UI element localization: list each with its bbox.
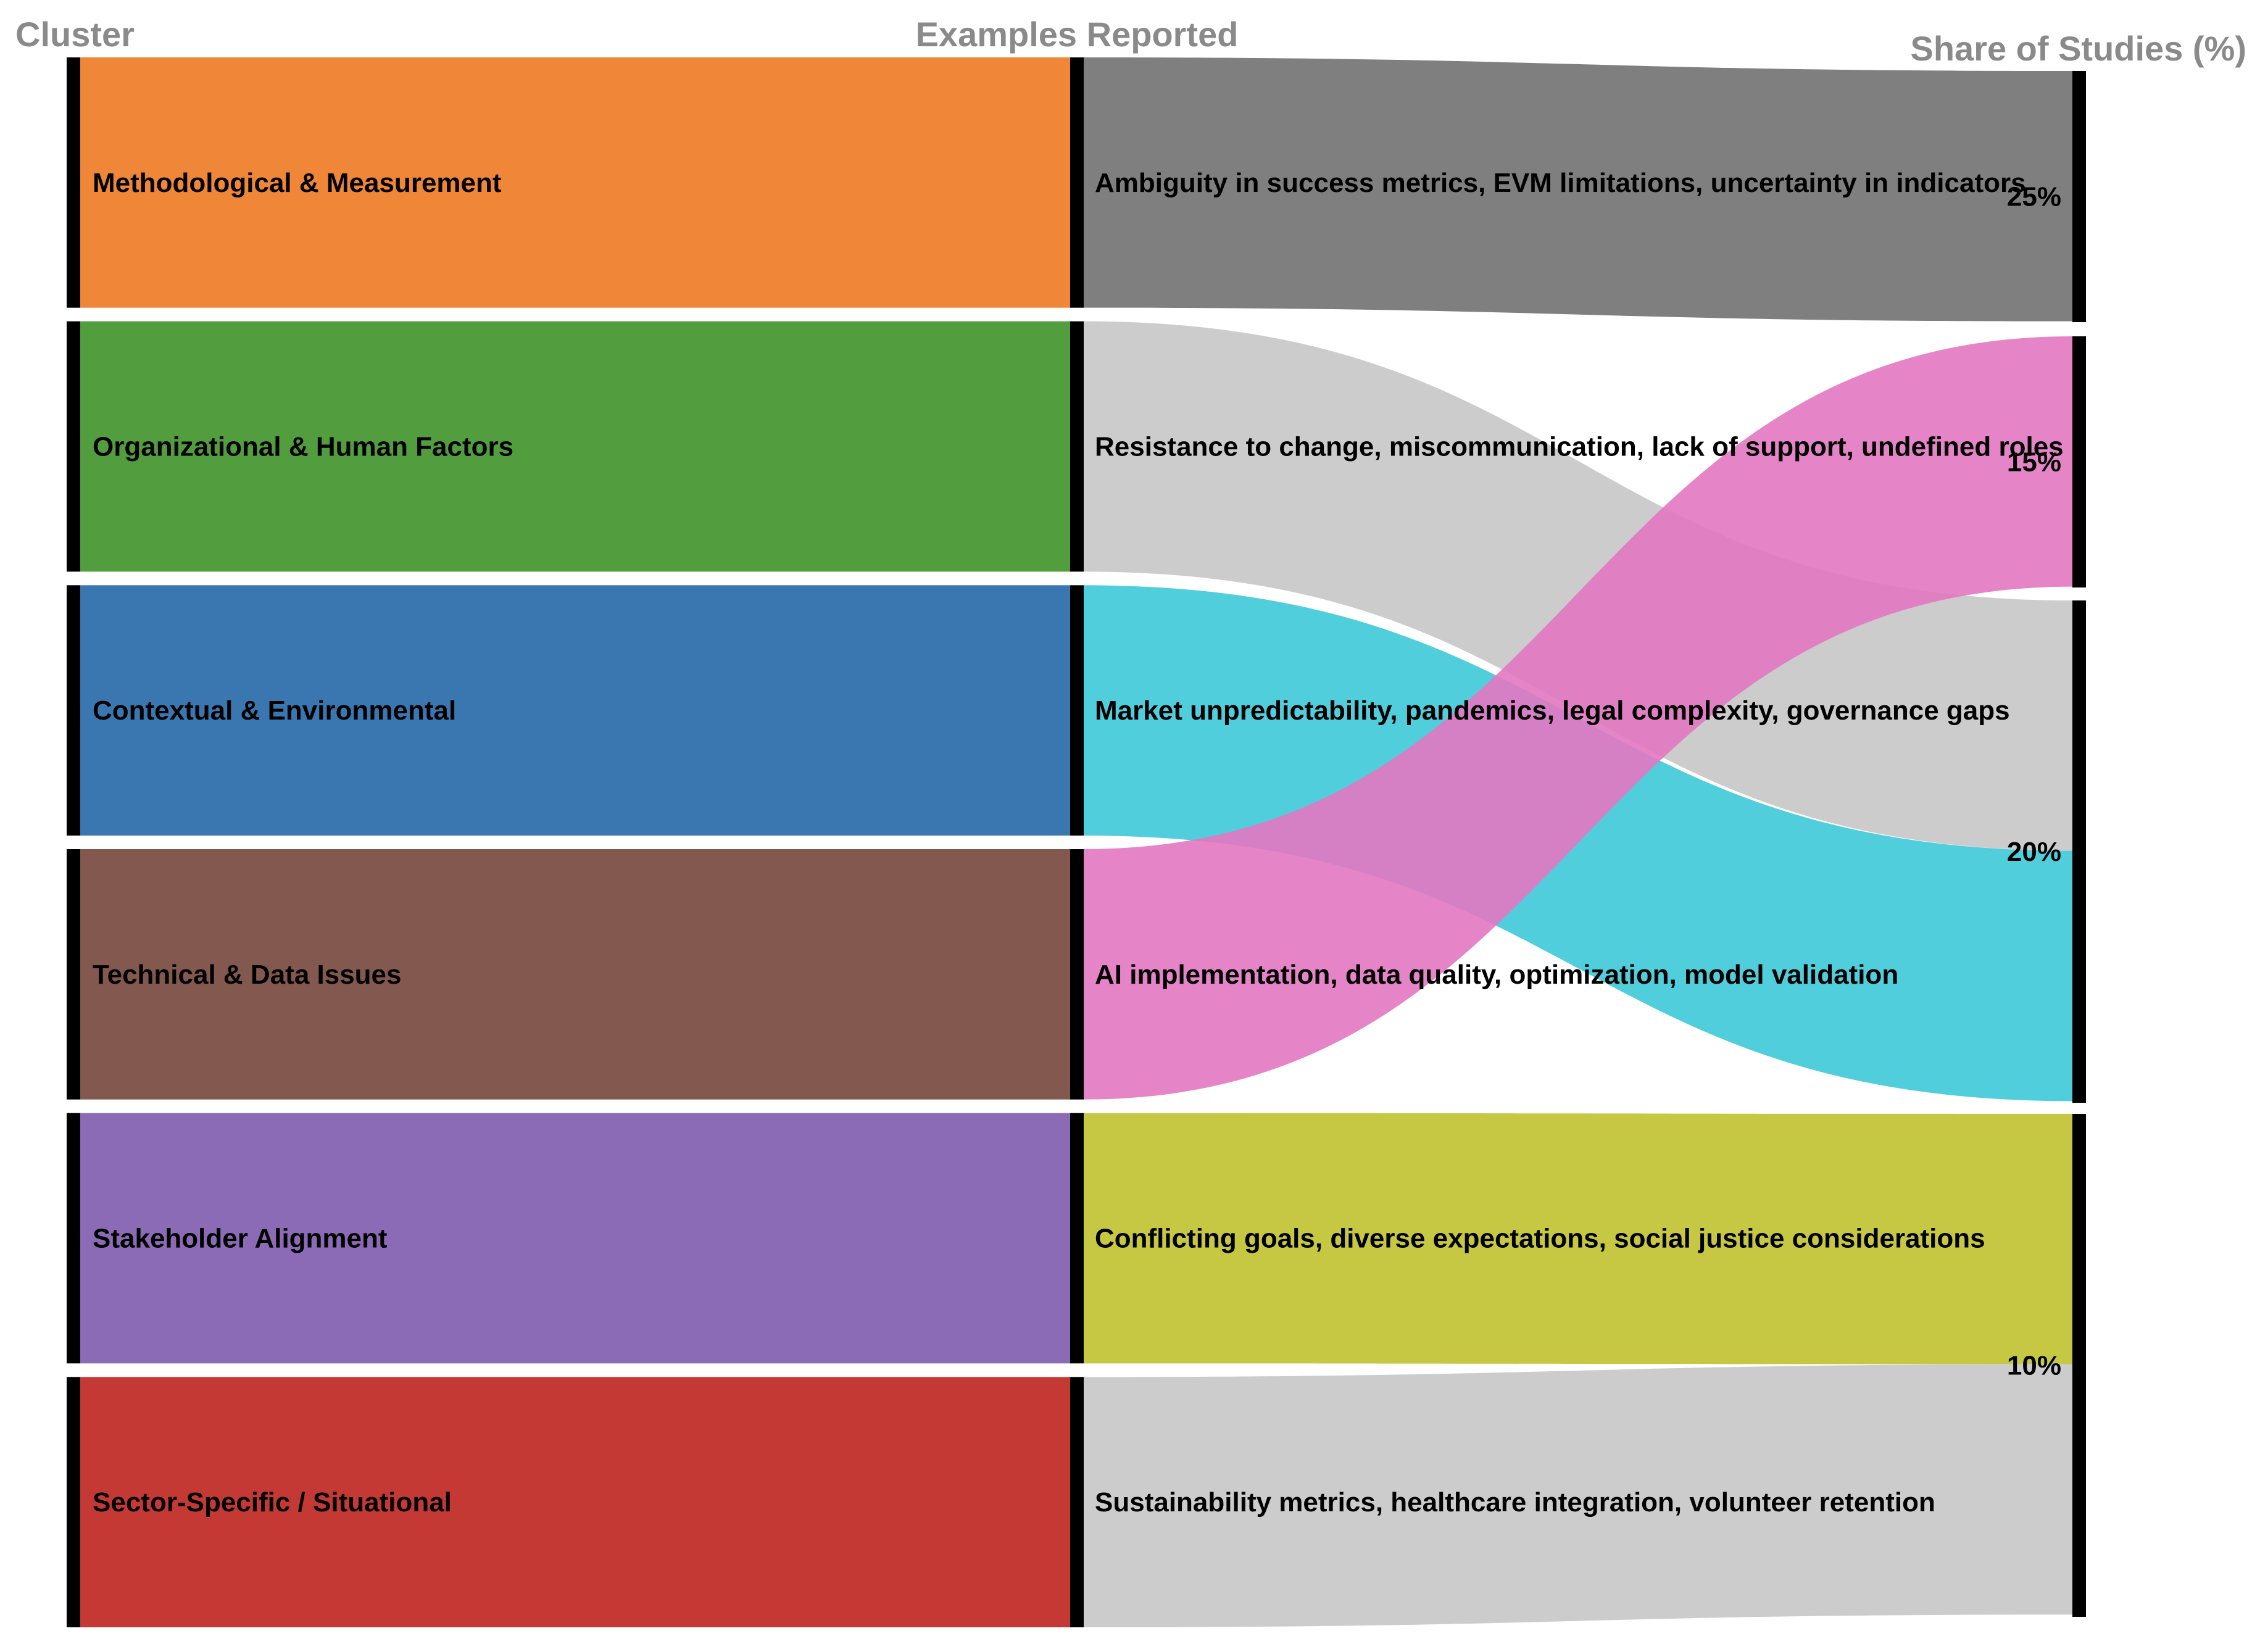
- nodes-layer: [67, 57, 2086, 1627]
- stage-title-cluster: Cluster: [15, 15, 135, 54]
- cluster-node-methodological-measurement[interactable]: [67, 57, 80, 308]
- link-ai-implementation-data-quality-optimizat: [1084, 336, 2072, 1100]
- share-label: 20%: [2007, 837, 2061, 867]
- example-label: Resistance to change, miscommunication, …: [1095, 432, 2064, 462]
- example-label: AI implementation, data quality, optimiz…: [1095, 960, 1898, 990]
- share-label: 25%: [2007, 182, 2061, 212]
- share-label: 15%: [2007, 447, 2061, 478]
- cluster-label: Sector-Specific / Situational: [93, 1487, 452, 1517]
- links-layer: [1084, 57, 2072, 1627]
- example-node-1[interactable]: [1070, 57, 1084, 308]
- cluster-band-technical-data-issues: [80, 849, 1070, 1100]
- example-label: Market unpredictability, pandemics, lega…: [1095, 695, 2010, 726]
- share-node-10[interactable]: [2072, 1114, 2086, 1617]
- link-conflicting-goals-diverse-expectations-s: [1084, 1113, 2072, 1364]
- cluster-label: Methodological & Measurement: [93, 168, 502, 198]
- cluster-node-sector-specific-situational[interactable]: [67, 1377, 80, 1627]
- share-label: 10%: [2007, 1351, 2061, 1381]
- labels-layer: Methodological & MeasurementOrganization…: [93, 168, 2064, 1517]
- cluster-band-stakeholder-alignment: [80, 1113, 1070, 1364]
- link-resistance-to-change-miscommunication-la: [1084, 321, 2072, 851]
- example-node-2[interactable]: [1070, 321, 1084, 572]
- cluster-band-contextual-environmental: [80, 585, 1070, 836]
- example-label: Conflicting goals, diverse expectations,…: [1095, 1224, 1985, 1254]
- cluster-label: Stakeholder Alignment: [93, 1224, 388, 1254]
- cluster-label: Technical & Data Issues: [93, 960, 402, 990]
- cluster-node-organizational-human-factors[interactable]: [67, 321, 80, 572]
- example-node-6[interactable]: [1070, 1377, 1084, 1627]
- cluster-band-sector-specific-situational: [80, 1377, 1070, 1627]
- share-node-20[interactable]: [2072, 600, 2086, 1103]
- cluster-node-technical-data-issues[interactable]: [67, 849, 80, 1100]
- share-node-25[interactable]: [2072, 71, 2086, 322]
- example-node-5[interactable]: [1070, 1113, 1084, 1364]
- cluster-node-contextual-environmental[interactable]: [67, 585, 80, 836]
- cluster-node-stakeholder-alignment[interactable]: [67, 1113, 80, 1364]
- cluster-band-organizational-human-factors: [80, 321, 1070, 572]
- example-node-4[interactable]: [1070, 849, 1084, 1100]
- stage-title-share: Share of Studies (%): [1910, 29, 2246, 68]
- example-label: Sustainability metrics, healthcare integ…: [1095, 1487, 1935, 1517]
- stage-title-examples: Examples Reported: [916, 15, 1239, 54]
- share-node-15[interactable]: [2072, 336, 2086, 587]
- cluster-band-methodological-measurement: [80, 57, 1070, 308]
- link-market-unpredictability-pandemics-legal-: [1084, 585, 2072, 1102]
- link-ambiguity-in-success-metrics-evm-limitat: [1084, 57, 2072, 322]
- link-sustainability-metrics-healthcare-integr: [1084, 1364, 2072, 1627]
- cluster-label: Organizational & Human Factors: [93, 432, 513, 462]
- example-label: Ambiguity in success metrics, EVM limita…: [1095, 168, 2026, 198]
- cluster-label: Contextual & Environmental: [93, 695, 456, 726]
- example-node-3[interactable]: [1070, 585, 1084, 836]
